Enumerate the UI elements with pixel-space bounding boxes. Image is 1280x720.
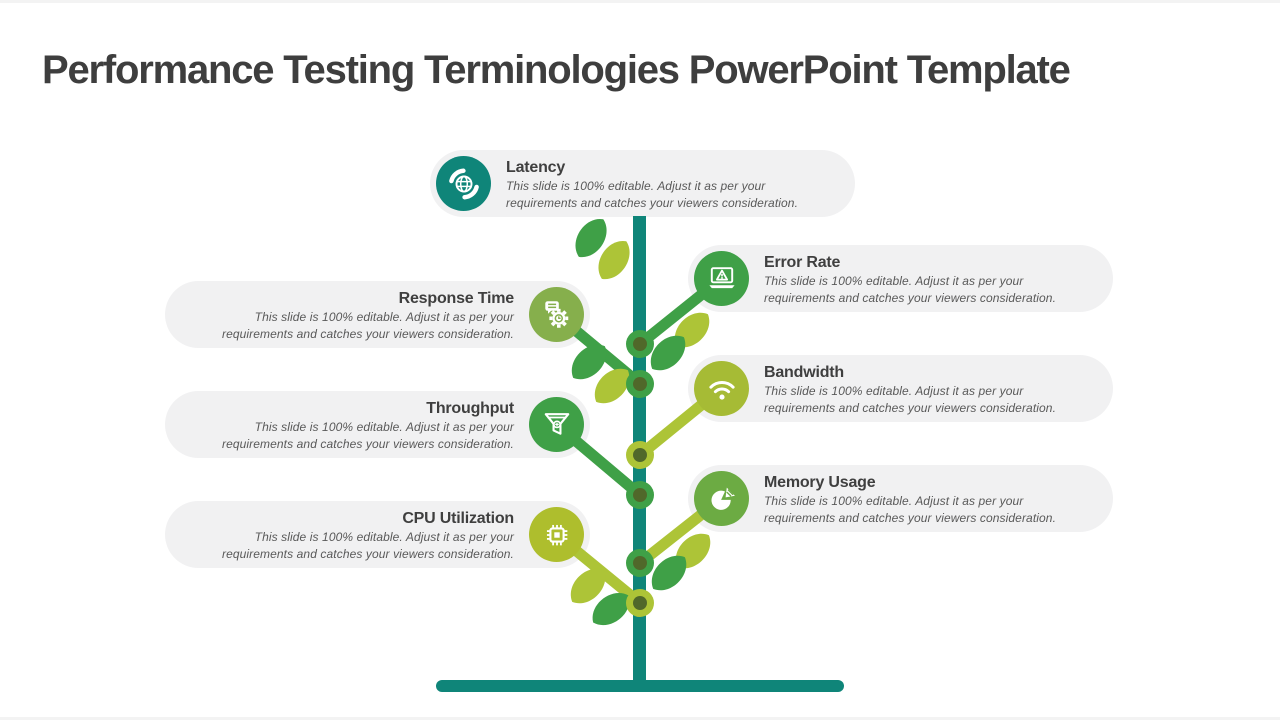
- card-description[interactable]: This slide is 100% editable. Adjust it a…: [221, 530, 514, 562]
- funnel-icon: [529, 397, 584, 452]
- node-center: [633, 448, 647, 462]
- card-title[interactable]: Latency: [506, 159, 566, 176]
- card-title[interactable]: CPU Utilization: [402, 510, 514, 527]
- card-title[interactable]: Bandwidth: [764, 364, 844, 381]
- leaf: [570, 568, 606, 604]
- card-cpu-utilization[interactable]: CPU Utilization This slide is 100% edita…: [165, 501, 590, 568]
- leaf: [675, 533, 711, 569]
- card-text: Throughput This slide is 100% editable. …: [165, 391, 590, 458]
- card-title[interactable]: Memory Usage: [764, 474, 876, 491]
- leaf: [571, 344, 607, 380]
- node-ring: [626, 441, 654, 469]
- card-description[interactable]: This slide is 100% editable. Adjust it a…: [221, 310, 514, 342]
- card-text: CPU Utilization This slide is 100% edita…: [165, 501, 590, 568]
- card-title[interactable]: Response Time: [398, 290, 515, 307]
- slide-edge-top: [0, 0, 1280, 3]
- leaf: [593, 239, 635, 281]
- slide-title[interactable]: Performance Testing Terminologies PowerP…: [42, 48, 1071, 92]
- card-memory-usage[interactable]: Memory Usage This slide is 100% editable…: [688, 465, 1113, 532]
- leaf: [650, 335, 686, 371]
- card-text: Bandwidth This slide is 100% editable. A…: [688, 355, 1113, 422]
- node-center: [633, 596, 647, 610]
- cpu-chip-icon: [529, 507, 584, 562]
- globe-sync-icon: [436, 156, 491, 211]
- card-description[interactable]: This slide is 100% editable. Adjust it a…: [764, 274, 1057, 306]
- pie-chart-icon: [694, 471, 749, 526]
- card-description[interactable]: This slide is 100% editable. Adjust it a…: [764, 494, 1057, 526]
- card-text: Error Rate This slide is 100% editable. …: [688, 245, 1113, 312]
- card-description[interactable]: This slide is 100% editable. Adjust it a…: [221, 420, 514, 452]
- card-text: Response Time This slide is 100% editabl…: [165, 281, 590, 348]
- card-text: Memory Usage This slide is 100% editable…: [688, 465, 1113, 532]
- card-text: Latency This slide is 100% editable. Adj…: [430, 150, 855, 217]
- node-center: [633, 337, 647, 351]
- wifi-signal-icon: [694, 361, 749, 416]
- card-title[interactable]: Throughput: [426, 400, 514, 417]
- gear-chat-icon: [529, 287, 584, 342]
- card-bandwidth[interactable]: Bandwidth This slide is 100% editable. A…: [688, 355, 1113, 422]
- node-ring: [626, 549, 654, 577]
- card-description[interactable]: This slide is 100% editable. Adjust it a…: [506, 179, 799, 211]
- node-ring: [626, 589, 654, 617]
- card-error-rate[interactable]: Error Rate This slide is 100% editable. …: [688, 245, 1113, 312]
- node-center: [633, 556, 647, 570]
- node-ring: [626, 330, 654, 358]
- leaf: [594, 368, 630, 404]
- trunk-nodes: [626, 330, 654, 617]
- laptop-warning-icon: [694, 251, 749, 306]
- slide-edge-bottom: [0, 717, 1280, 720]
- leaf: [591, 589, 631, 629]
- card-title[interactable]: Error Rate: [764, 254, 841, 271]
- leaf: [674, 312, 710, 348]
- card-response-time[interactable]: Response Time This slide is 100% editabl…: [165, 281, 590, 348]
- node-ring: [626, 481, 654, 509]
- card-throughput[interactable]: Throughput This slide is 100% editable. …: [165, 391, 590, 458]
- node-center: [633, 488, 647, 502]
- node-center: [633, 377, 647, 391]
- leaf: [570, 217, 612, 259]
- tree-trunk: [633, 216, 646, 686]
- tree-base: [436, 680, 844, 692]
- card-description[interactable]: This slide is 100% editable. Adjust it a…: [764, 384, 1057, 416]
- leaf: [651, 555, 687, 591]
- card-latency[interactable]: Latency This slide is 100% editable. Adj…: [430, 150, 855, 217]
- node-ring: [626, 370, 654, 398]
